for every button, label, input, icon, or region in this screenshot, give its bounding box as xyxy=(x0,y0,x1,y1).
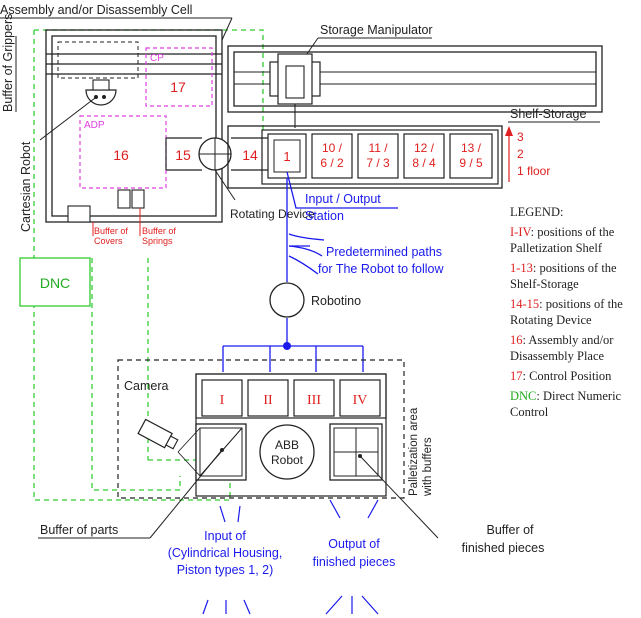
legend-entry-4-line2: Disassembly Place xyxy=(510,349,605,363)
floor-1-label: 1 floor xyxy=(517,164,550,178)
control-position-area xyxy=(145,47,213,107)
pallet-position-IV xyxy=(339,379,381,417)
abb-robot xyxy=(259,424,315,480)
input-line1: Input of xyxy=(204,529,246,543)
camera-icon xyxy=(137,418,179,450)
cartesian-robot-label: Cartesian Robot xyxy=(19,141,33,232)
shelf-cell-4 xyxy=(403,133,445,179)
output-line2: finished pieces xyxy=(313,555,396,569)
buffer-of-grippers-label: Buffer of Grippers xyxy=(1,14,15,112)
shelf-cell-4-line1: 12 / xyxy=(414,141,435,155)
assembly-cell-leader xyxy=(221,17,233,41)
position-17-label: 17 xyxy=(170,79,186,95)
assembly-cell-outer xyxy=(45,29,223,223)
buffer-of-springs-line2: Springs xyxy=(142,236,173,246)
pallet-position-III xyxy=(293,379,335,417)
buffer-of-finished-line2: finished pieces xyxy=(462,541,545,555)
shelf-cell-5 xyxy=(449,133,493,179)
output-line1: Output of xyxy=(328,537,380,551)
pallet-label-IV: IV xyxy=(353,393,368,408)
path-junction xyxy=(283,342,291,350)
shelf-storage-label: Shelf-Storage xyxy=(510,107,586,121)
shelf-cell-2 xyxy=(311,133,353,179)
cp-label: CP xyxy=(150,53,164,64)
shelf-cell-3-line2: 7 / 3 xyxy=(366,156,390,170)
shelf-cells: 1 10 / 6 / 2 11 / 7 / 3 12 / 8 / 4 13 / … xyxy=(267,133,493,179)
abb-robot-line1: ABB xyxy=(275,438,299,452)
pallet-positions: I II III IV xyxy=(201,379,381,417)
legend-entry-3-line1: 14-15: positions of the xyxy=(510,297,623,311)
pallet-label-I: I xyxy=(220,393,225,408)
legend-entry-2-line1: 1-13: positions of the xyxy=(510,261,617,275)
shelf-cell-4-line2: 8 / 4 xyxy=(412,156,436,170)
position-16-label: 16 xyxy=(113,147,129,163)
pallet-position-I xyxy=(201,379,243,417)
predetermined-paths-line1: Predetermined paths xyxy=(326,245,442,259)
legend-entry-4-line1: 16: Assembly and/or xyxy=(510,333,614,347)
shelf-cell-3 xyxy=(357,133,399,179)
legend-entry-5-line1: 17: Control Position xyxy=(510,369,612,383)
robotino xyxy=(269,282,305,318)
buffer-of-parts-label: Buffer of parts xyxy=(40,523,118,537)
legend-entry-1-line1: I-IV: positions of the xyxy=(510,225,615,239)
buffer-of-springs-box-2 xyxy=(131,189,145,209)
legend: LEGEND: I-IV: positions of the Palletiza… xyxy=(510,205,623,419)
legend-title: LEGEND: xyxy=(510,205,563,219)
legend-entry-6-line2: Control xyxy=(510,405,549,419)
shelf-cell-5-line2: 9 / 5 xyxy=(459,156,483,170)
pallet-label-II: II xyxy=(263,393,273,408)
floor-2-label: 2 xyxy=(517,147,524,161)
shelf-cell-2-line1: 10 / xyxy=(322,141,343,155)
dnc-label: DNC xyxy=(40,275,70,291)
legend-entry-1-line2: Palletization Shelf xyxy=(510,241,603,255)
shelf-cell-1-line1: 1 xyxy=(283,149,290,164)
dnc-box xyxy=(19,257,91,307)
position-14-label: 14 xyxy=(242,147,258,163)
legend-entry-6-line1: DNC: Direct Numeric xyxy=(510,389,622,403)
pallet-label-III: III xyxy=(307,393,321,408)
buffer-of-covers-line2: Covers xyxy=(94,236,123,246)
io-station-line1: Input / Output xyxy=(305,192,381,206)
camera-label: Camera xyxy=(124,379,169,393)
input-line3: Piston types 1, 2) xyxy=(177,563,274,577)
robot-paths xyxy=(222,171,398,372)
storage-manipulator-label: Storage Manipulator xyxy=(320,23,433,37)
buffer-of-springs-box-1 xyxy=(117,189,131,209)
adp-label: ADP xyxy=(84,120,105,131)
buffer-of-springs-line1: Buffer of xyxy=(142,226,176,236)
predetermined-paths-line2: for The Robot to follow xyxy=(318,262,445,276)
io-station-line2: Station xyxy=(305,209,344,223)
robotino-label: Robotino xyxy=(311,294,361,308)
buffer-of-grippers-area xyxy=(57,41,139,79)
palletization-line2: with buffers xyxy=(422,437,434,497)
shelf-cell-2-line2: 6 / 2 xyxy=(320,156,344,170)
buffer-of-finished-line1: Buffer of xyxy=(486,523,534,537)
position-15-label: 15 xyxy=(175,147,191,163)
gripper-head xyxy=(85,89,117,106)
assembly-cell-inner xyxy=(51,35,217,217)
floor-3-label: 3 xyxy=(517,130,524,144)
buffer-of-covers-box xyxy=(67,205,91,223)
io-arrows xyxy=(202,499,379,615)
assembly-cell-title: Assembly and/or Disassembly Cell xyxy=(0,3,192,17)
legend-entry-2-line2: Shelf-Storage xyxy=(510,277,579,291)
palletization-line1: Palletization area xyxy=(408,407,420,496)
rotating-device-line1: Rotating Device xyxy=(230,207,315,221)
storage-manipulator-frame xyxy=(227,45,603,113)
shelf-cell-5-line1: 13 / xyxy=(461,141,482,155)
buffer-of-covers-line1: Buffer of xyxy=(94,226,128,236)
palletization-area xyxy=(117,359,405,499)
abb-robot-line2: Robot xyxy=(271,453,304,467)
pallet-position-II xyxy=(247,379,289,417)
legend-entry-3-line2: Rotating Device xyxy=(510,313,592,327)
input-line2: (Cylindrical Housing, xyxy=(168,546,283,560)
shelf-cell-3-line1: 11 / xyxy=(368,141,388,155)
shelf-storage-frame xyxy=(227,125,503,189)
